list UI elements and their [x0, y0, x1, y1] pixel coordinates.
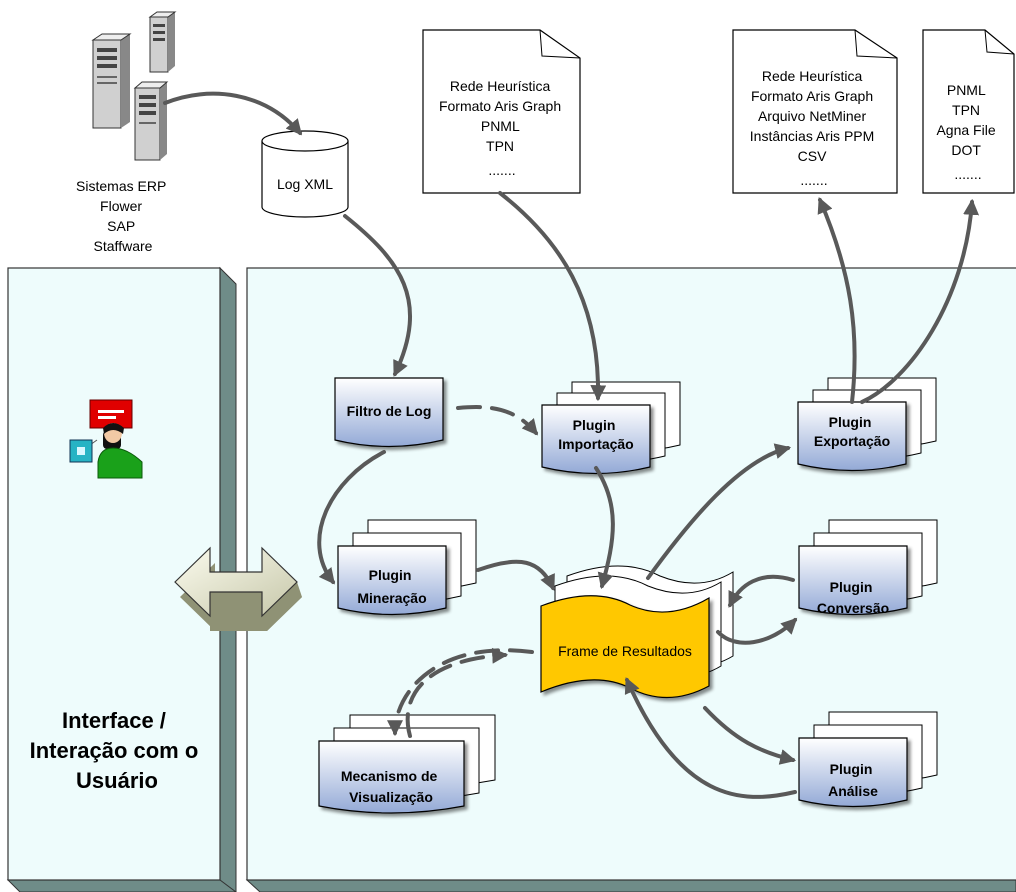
plugin-analise-label: Plugin Análise — [828, 761, 878, 799]
filtro-de-log-label: Filtro de Log — [347, 403, 432, 419]
mecanismo-visualizacao-node[interactable]: Mecanismo de Visualização — [318, 740, 465, 814]
plugin-importacao-node[interactable]: Plugin Importação — [541, 404, 651, 475]
interaction-double-arrow — [174, 546, 302, 631]
mecanismo-visualizacao-label: Mecanismo de Visualização — [341, 768, 441, 805]
analise-to-frame-arrow — [624, 677, 797, 799]
systems-label: Sistemas ERP Flower SAP Staffware — [76, 178, 170, 254]
frame-de-resultados-label: Frame de Resultados — [558, 643, 692, 659]
export-formats-document-1 — [732, 29, 898, 194]
interface-title: Interface / Interação com o Usuário — [30, 708, 205, 793]
log-xml-database-icon — [261, 130, 349, 218]
user-icon — [69, 399, 143, 479]
export-formats-text-2: PNML TPN Agna File DOT ....... — [936, 82, 999, 182]
log-to-filter-arrow — [343, 214, 412, 377]
plugin-exportacao-node[interactable]: Plugin Exportação — [797, 401, 907, 472]
connectors — [163, 91, 980, 799]
import-formats-text: Rede Heurística Formato Aris Graph PNML … — [439, 78, 565, 178]
plugin-mineracao-node[interactable]: Plugin Mineração — [337, 545, 447, 616]
filter-to-import-arrow — [456, 405, 539, 436]
server-icon — [91, 11, 177, 161]
frame-to-visualizacao-arrow — [387, 648, 534, 737]
export-to-doc1-arrow — [817, 197, 857, 404]
filtro-de-log-node[interactable]: Filtro de Log — [334, 377, 444, 448]
plugin-analise-node[interactable]: Plugin Análise — [798, 737, 908, 808]
frame-to-export-arrow — [646, 443, 792, 580]
export-formats-text-1: Rede Heurística Formato Aris Graph Arqui… — [750, 68, 878, 188]
import-doc-to-plugin-arrow — [498, 191, 607, 402]
import-formats-document — [422, 29, 581, 194]
visualizacao-to-frame-arrow — [405, 647, 509, 738]
export-formats-document-2 — [922, 29, 1015, 194]
plugin-exportacao-label: Plugin Exportação — [814, 414, 890, 449]
export-to-doc2-arrow — [860, 198, 980, 404]
conversao-to-frame-arrow — [728, 574, 795, 608]
plugin-conversao-node[interactable]: Plugin Conversão — [798, 545, 908, 616]
mineracao-to-frame-arrow — [476, 559, 555, 591]
frame-to-analise-arrow — [703, 706, 797, 765]
plugin-conversao-label: Plugin Conversão — [817, 579, 889, 616]
log-xml-label: Log XML — [277, 176, 333, 192]
plugin-importacao-label: Plugin Importação — [558, 417, 633, 452]
frame-de-resultados-node[interactable]: Frame de Resultados — [540, 595, 710, 699]
servers-to-log-arrow — [163, 91, 303, 136]
frame-to-conversao-arrow — [716, 617, 798, 645]
filter-to-mineracao-arrow — [317, 450, 386, 585]
import-to-frame-arrow — [594, 466, 615, 590]
plugin-mineracao-label: Plugin Mineração — [357, 567, 426, 606]
